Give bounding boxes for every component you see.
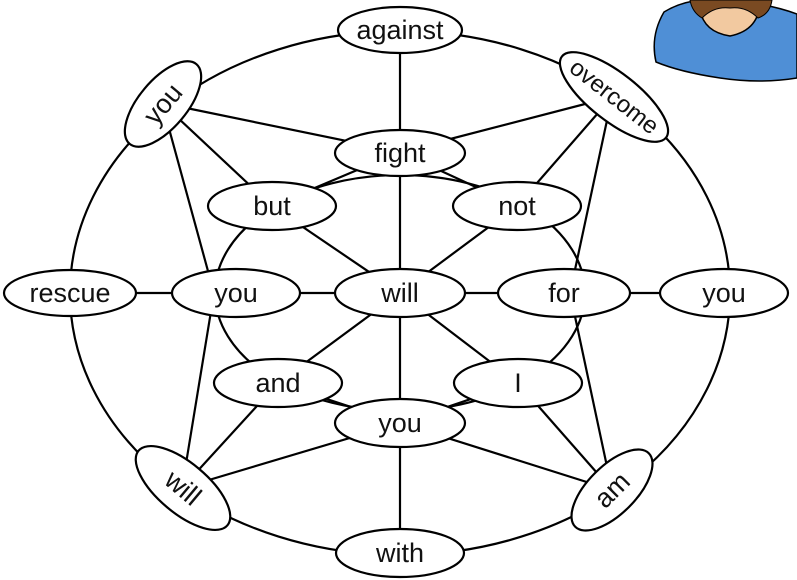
- node-you-inner-left: you: [170, 267, 302, 319]
- node-label: with: [375, 538, 424, 568]
- node-label: you: [702, 278, 746, 308]
- node-label: and: [255, 368, 300, 398]
- node-against: against: [336, 5, 464, 55]
- node-will-center: will: [333, 267, 467, 319]
- node-and: and: [212, 357, 344, 409]
- node-not: not: [451, 180, 583, 232]
- node-label: rescue: [29, 278, 110, 308]
- node-rescue: rescue: [2, 268, 138, 318]
- node-label: you: [214, 278, 258, 308]
- node-label: for: [548, 278, 580, 308]
- node-label: not: [498, 191, 536, 221]
- node-label: fight: [374, 138, 426, 168]
- node-i: I: [452, 357, 584, 409]
- node-you-bottom-center: you: [333, 397, 467, 449]
- node-label: will: [380, 278, 419, 308]
- node-with: with: [334, 527, 466, 579]
- node-you-top-left: you: [123, 60, 203, 148]
- node-label: I: [514, 368, 522, 398]
- node-for: for: [496, 267, 632, 319]
- node-but: but: [206, 180, 338, 232]
- node-label: against: [356, 15, 444, 45]
- node-fight: fight: [333, 128, 467, 178]
- node-will-bottom-left: will: [134, 444, 232, 532]
- person-illustration-icon: [653, 0, 797, 82]
- node-label: but: [253, 191, 291, 221]
- node-label: you: [378, 408, 422, 438]
- node-am: am: [570, 448, 654, 532]
- node-you-right: you: [658, 267, 790, 319]
